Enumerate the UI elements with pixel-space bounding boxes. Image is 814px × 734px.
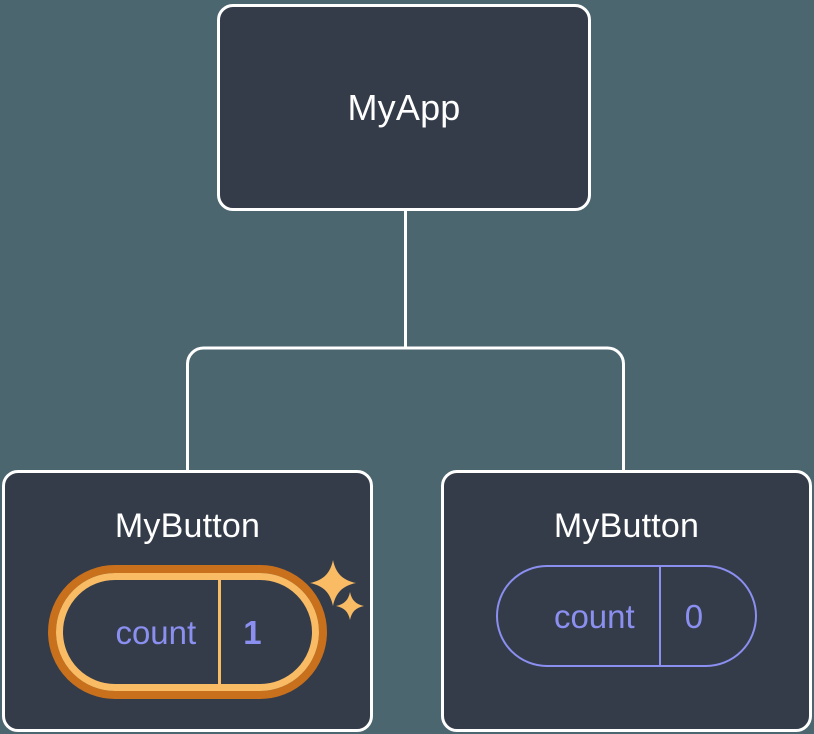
state-pill-right-value-text: 0 xyxy=(684,597,704,635)
state-pill-left[interactable]: count 1 xyxy=(56,573,319,691)
state-pill-right-key-text: count xyxy=(553,597,635,635)
node-mybutton-right[interactable]: MyButton count 0 xyxy=(441,470,812,732)
state-pill-left-value-text: 1 xyxy=(243,613,262,651)
state-pill-right-key: count xyxy=(498,567,659,665)
state-pill-right-value: 0 xyxy=(658,567,755,665)
state-pill-right-wrap: count 0 xyxy=(495,565,758,667)
connector-branch-bar xyxy=(186,346,625,470)
state-pill-left-key: count xyxy=(63,580,218,684)
node-mybutton-left-label: MyButton xyxy=(114,507,261,545)
state-pill-left-key-text: count xyxy=(115,613,197,651)
node-mybutton-right-label: MyButton xyxy=(553,507,700,545)
state-pill-left-wrap: count 1 xyxy=(48,565,327,699)
node-myapp[interactable]: MyApp xyxy=(217,4,591,211)
state-pill-left-value: 1 xyxy=(218,580,311,684)
node-mybutton-left[interactable]: MyButton count 1 xyxy=(2,470,373,732)
state-pill-right[interactable]: count 0 xyxy=(495,565,758,667)
state-pill-left-highlight-ring: count 1 xyxy=(48,565,327,699)
node-myapp-label: MyApp xyxy=(347,86,461,128)
